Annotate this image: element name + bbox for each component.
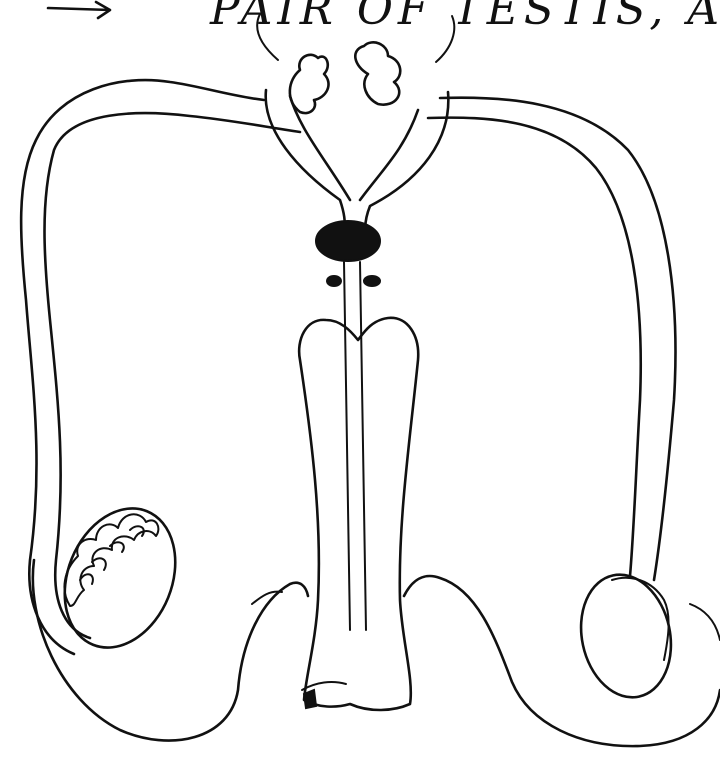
left-bulbourethral bbox=[327, 276, 341, 286]
urethra-left bbox=[344, 262, 350, 630]
right-bulbourethral bbox=[364, 276, 380, 286]
right-duct-inner bbox=[360, 110, 418, 200]
right-duct-upper bbox=[365, 92, 448, 236]
left-epididymis-coils bbox=[80, 526, 144, 584]
right-testis bbox=[570, 566, 682, 706]
glans-line bbox=[302, 682, 346, 690]
left-epididymis bbox=[64, 514, 158, 606]
prostate-gland bbox=[316, 221, 380, 261]
arrow-mark bbox=[48, 2, 110, 18]
urethra-right bbox=[360, 262, 366, 630]
right-body-outline bbox=[404, 576, 720, 746]
right-seminal-vesicle bbox=[355, 42, 400, 104]
header-text: PAIR OF TESTIS, Ac bbox=[209, 0, 720, 35]
right-lower-contour bbox=[690, 604, 720, 640]
right-epididymis bbox=[612, 578, 669, 660]
right-vas-inner bbox=[428, 118, 641, 576]
left-seminal-vesicle bbox=[290, 55, 329, 113]
left-testis bbox=[45, 492, 195, 664]
left-vas-inner bbox=[45, 113, 301, 638]
left-duct-upper bbox=[266, 90, 345, 234]
left-vas-outer bbox=[21, 80, 264, 654]
scrotum-outline bbox=[33, 560, 308, 741]
penis-shaft bbox=[299, 318, 418, 710]
glans-tip bbox=[304, 690, 316, 708]
